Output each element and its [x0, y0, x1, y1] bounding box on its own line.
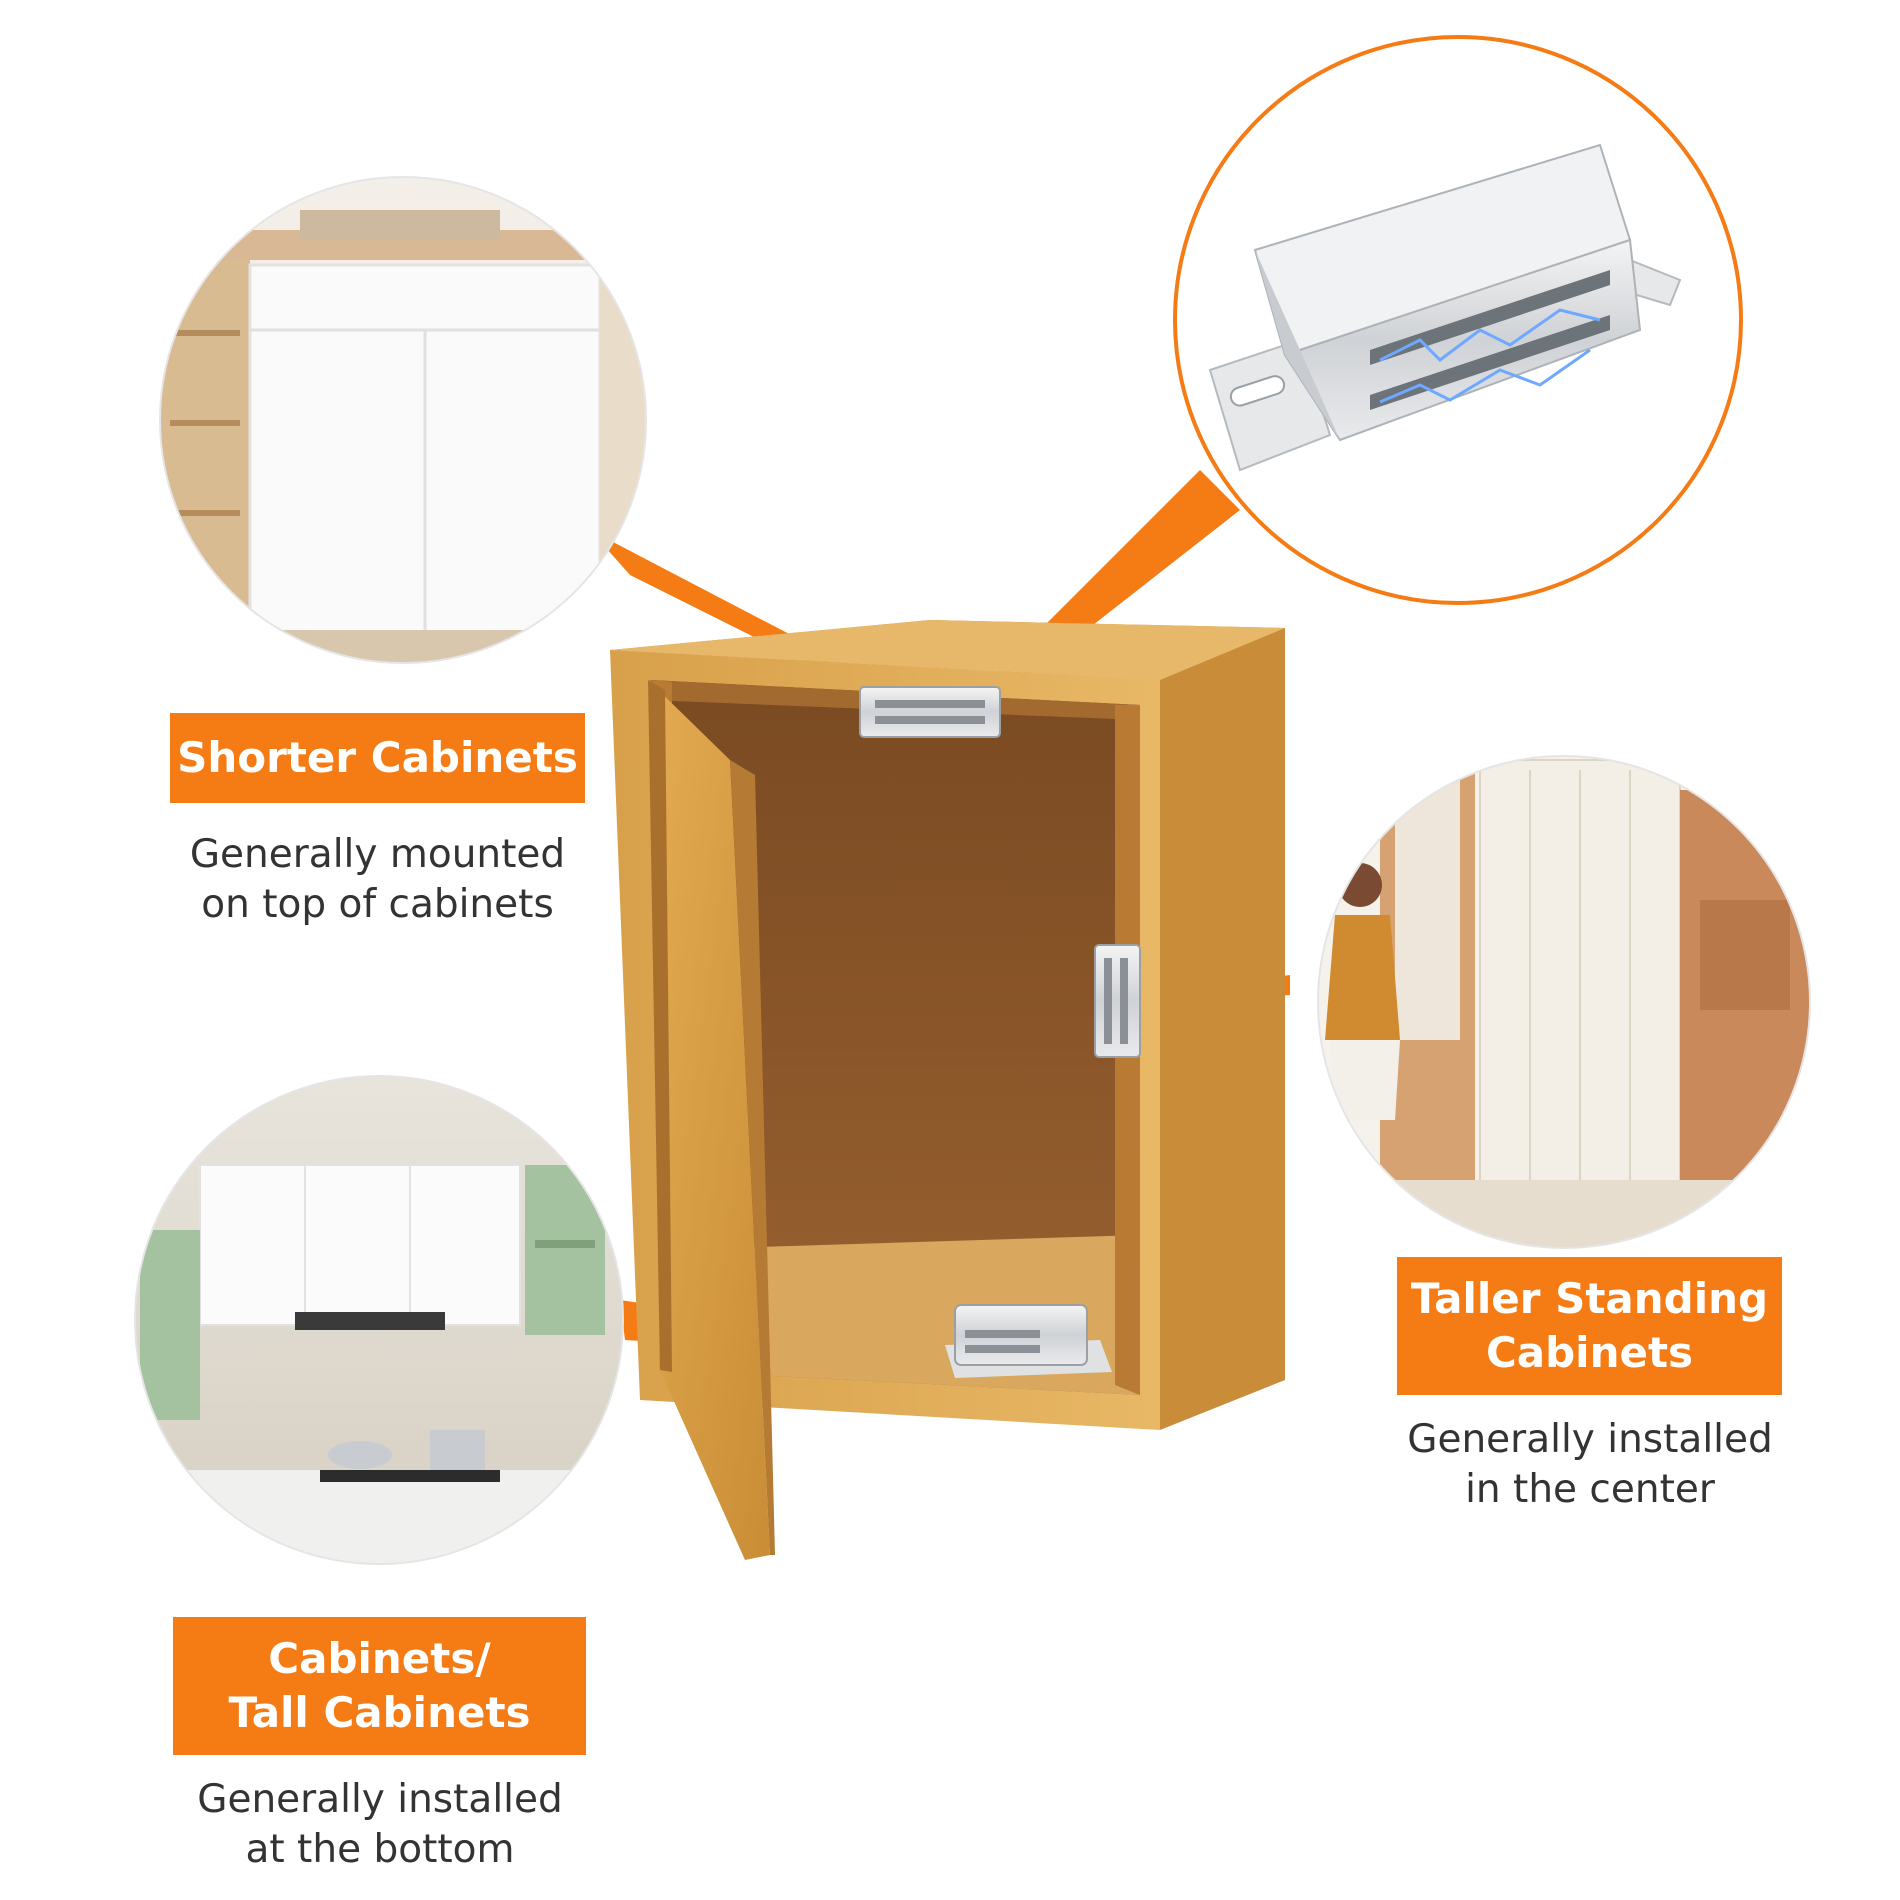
magnetic-catch-bottom — [945, 1304, 1112, 1378]
taller-cabinet-photo — [1317, 755, 1811, 1249]
magnetic-catch-top — [859, 686, 1001, 738]
magnetic-catch-closeup — [1173, 35, 1743, 605]
tall-title-line-1: Cabinets/ — [268, 1634, 491, 1683]
taller-title-line-2: Cabinets — [1485, 1328, 1694, 1377]
shorter-desc-line-1: Generally mounted — [189, 832, 566, 877]
taller-cabinets-label: Taller Standing Cabinets — [1397, 1257, 1782, 1395]
shorter-desc-line-2: on top of cabinets — [201, 882, 554, 927]
tall-desc-line-1: Generally installed — [197, 1777, 563, 1822]
shorter-cabinets-label: Shorter Cabinets — [170, 713, 585, 803]
taller-desc-line-2: in the center — [1465, 1467, 1715, 1512]
tall-cabinet-photo — [134, 1075, 624, 1565]
shorter-cabinet-photo — [159, 176, 647, 664]
taller-cabinets-description: Generally installed in the center — [1355, 1415, 1825, 1515]
shorter-cabinets-description: Generally mounted on top of cabinets — [140, 830, 615, 930]
tall-desc-line-2: at the bottom — [245, 1827, 515, 1872]
tall-cabinets-description: Generally installed at the bottom — [145, 1775, 615, 1875]
tall-cabinets-label: Cabinets/ Tall Cabinets — [173, 1617, 586, 1755]
shorter-cabinets-title: Shorter Cabinets — [177, 733, 578, 782]
taller-title-line-1: Taller Standing — [1410, 1274, 1769, 1323]
cabinet-door — [648, 680, 775, 1560]
magnetic-catch-side — [1094, 944, 1141, 1058]
tall-title-line-2: Tall Cabinets — [228, 1688, 531, 1737]
taller-desc-line-1: Generally installed — [1407, 1417, 1773, 1462]
